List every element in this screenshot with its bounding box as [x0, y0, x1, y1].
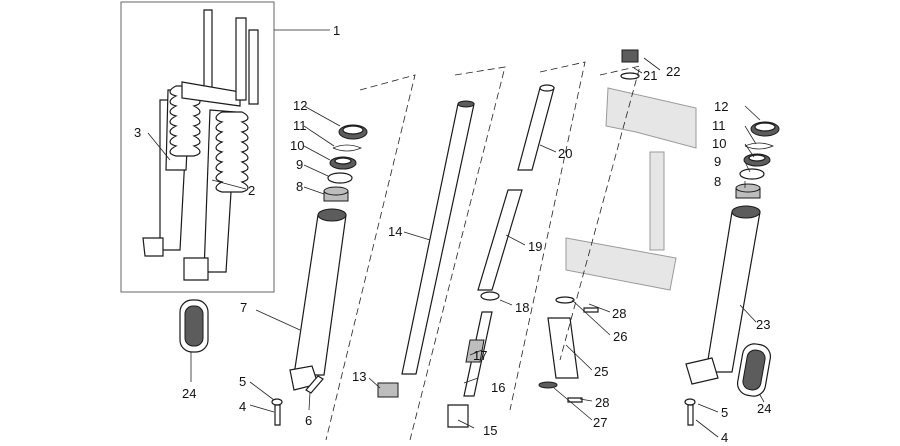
callout-6: 6 [305, 413, 312, 428]
callout-7: 7 [240, 300, 247, 315]
callout-1: 1 [333, 23, 340, 38]
callout-5-left: 5 [239, 374, 246, 389]
callout-4-left: 4 [239, 399, 246, 414]
callout-14: 14 [388, 224, 402, 239]
callout-25: 25 [594, 364, 608, 379]
callout-10-left: 10 [290, 138, 304, 153]
inset-right-spring [215, 111, 249, 193]
callout-8-right: 8 [714, 174, 721, 189]
callout-2: 2 [248, 183, 255, 198]
callout-10-right: 10 [712, 136, 726, 151]
callout-12-left: 12 [293, 98, 307, 113]
right-fork-parts [684, 121, 780, 426]
callout-26: 26 [613, 329, 627, 344]
callout-24-left: 24 [182, 386, 196, 401]
callout-9-right: 9 [714, 154, 721, 169]
assembly-inset [120, 1, 330, 293]
callout-22: 22 [666, 64, 680, 79]
callout-13: 13 [352, 369, 366, 384]
callout-8-left: 8 [296, 179, 303, 194]
leader-lines [147, 57, 765, 438]
callout-17: 17 [473, 348, 487, 363]
dashed-guides [325, 61, 641, 441]
callout-12-right: 12 [714, 99, 728, 114]
callout-11-left: 11 [293, 118, 307, 133]
callout-21: 21 [643, 68, 657, 83]
callout-28-lower: 28 [595, 395, 609, 410]
left-fork-parts [179, 124, 368, 426]
callout-9-left: 9 [296, 157, 303, 172]
callout-23: 23 [756, 317, 770, 332]
main-spring [477, 189, 523, 291]
callout-20: 20 [558, 146, 572, 161]
callout-19: 19 [528, 239, 542, 254]
callout-27: 27 [593, 415, 607, 430]
steering-parts [538, 49, 697, 403]
callout-5-right: 5 [721, 405, 728, 420]
callout-18: 18 [515, 300, 529, 315]
center-parts [377, 84, 555, 428]
inset-left-spring [169, 85, 201, 157]
callout-labels: 1 2 3 4 4 5 5 6 7 8 8 9 9 10 10 11 11 12… [134, 23, 771, 445]
callout-3: 3 [134, 125, 141, 140]
callout-16: 16 [491, 380, 505, 395]
callout-24-right: 24 [757, 401, 771, 416]
callout-28-upper: 28 [612, 306, 626, 321]
callout-4-right: 4 [721, 430, 728, 445]
callout-11-right: 11 [712, 118, 726, 133]
callout-15: 15 [483, 423, 497, 438]
